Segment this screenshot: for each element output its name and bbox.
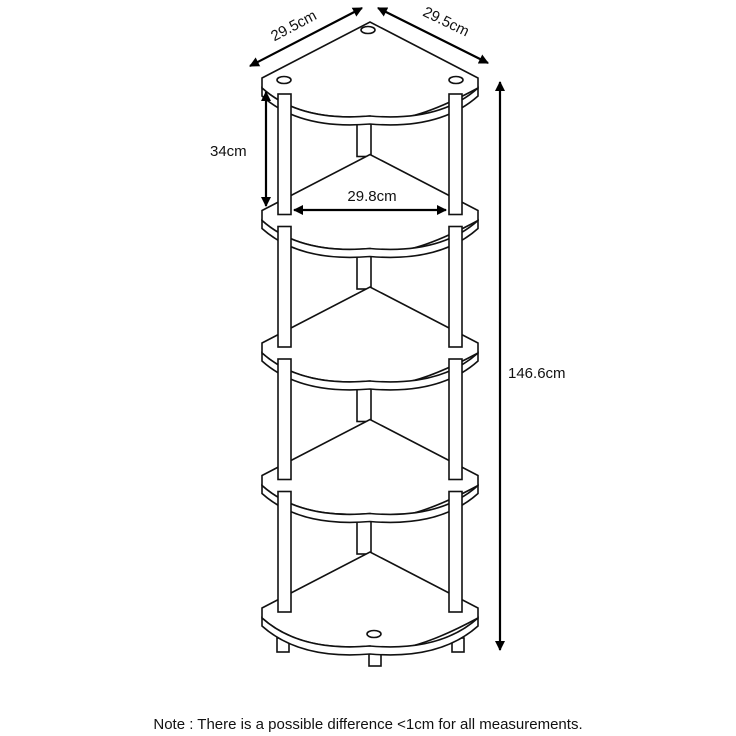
shelf-panel (261, 286, 479, 386)
top-post-hole (276, 75, 292, 85)
front-left-post (277, 93, 292, 216)
depth-right-label: 29.5cm (420, 4, 472, 41)
shelf-width-dimension: 29.8cm (293, 188, 447, 215)
front-right-post (448, 358, 463, 481)
shelf-panel (261, 418, 479, 518)
front-left-post (277, 358, 292, 481)
shelf-front-lip (261, 616, 479, 656)
shelf-width-label: 29.8cm (347, 188, 396, 205)
top-post-hole (448, 75, 464, 85)
corner-shelf-unit (261, 21, 479, 667)
shelf-spacing-label: 34cm (210, 143, 247, 160)
bottom-post-hole (366, 629, 382, 639)
shelf-front-lip (261, 483, 479, 524)
shelf-front-lip (261, 351, 479, 391)
front-right-post (448, 490, 463, 613)
width-left-label: 29.5cm (268, 7, 319, 45)
front-left-post (277, 490, 292, 613)
shelf-front-lip (261, 218, 479, 259)
front-right-post (448, 225, 463, 348)
shelf-front-lip (261, 86, 479, 126)
total-height-label: 146.6cm (508, 365, 566, 382)
total-height-dimension: 146.6cm (495, 81, 566, 651)
shelf-spacing-dimension: 34cm (210, 91, 271, 207)
shelf-panel (261, 21, 479, 121)
measurement-note: Note : There is a possible difference <1… (153, 716, 583, 733)
front-right-post (448, 93, 463, 216)
top-post-hole (360, 25, 376, 35)
front-left-post (277, 225, 292, 348)
